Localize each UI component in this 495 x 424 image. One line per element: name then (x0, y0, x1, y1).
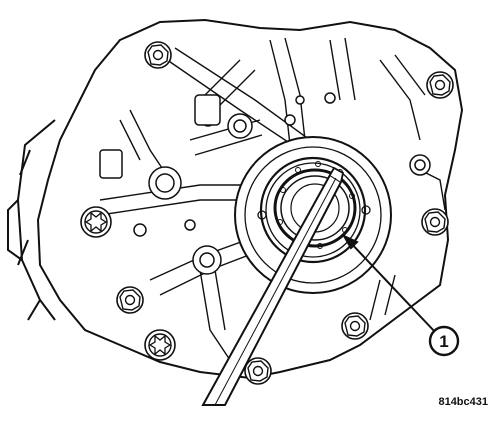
callout-1: 1 (428, 325, 460, 357)
pry-tool (201, 166, 345, 406)
cast-bosses (99, 92, 431, 275)
callout-number: 1 (439, 332, 448, 351)
leader-line (341, 233, 437, 334)
figure-code: 814bc431 (438, 396, 488, 408)
housing-outline (7, 18, 464, 380)
